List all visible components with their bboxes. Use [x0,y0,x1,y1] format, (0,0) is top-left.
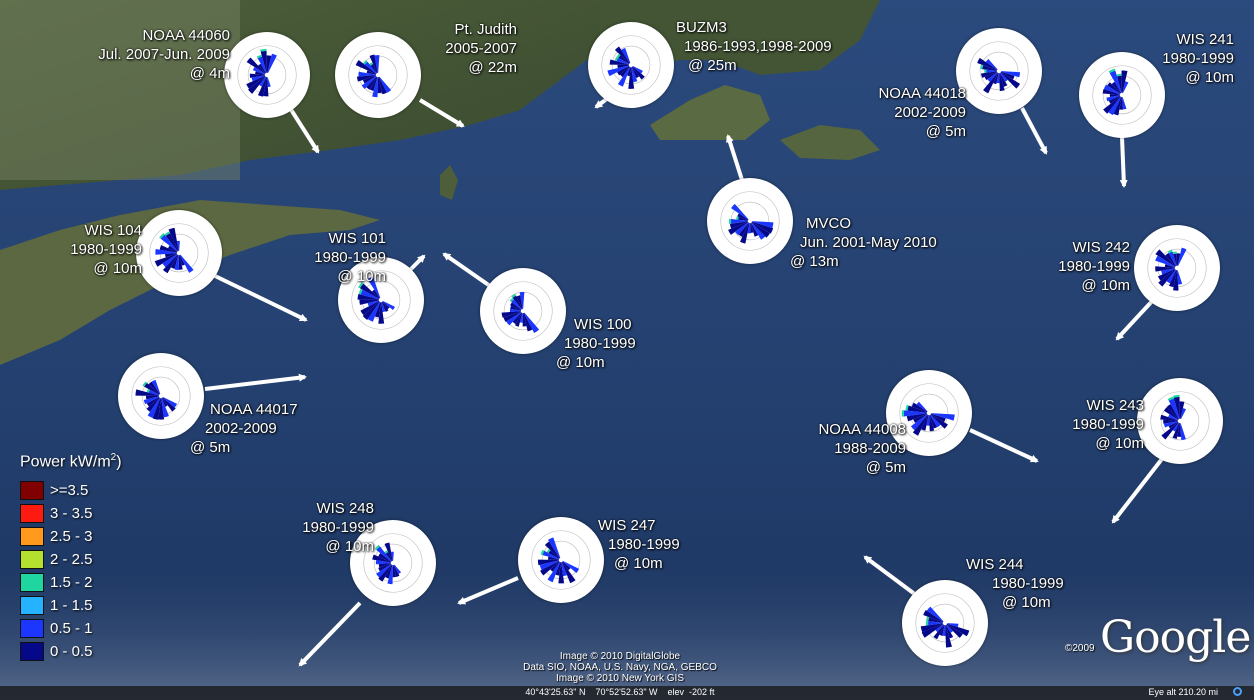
rose-graphic [493,281,553,341]
legend-item: 1.5 - 2 [20,571,122,594]
legend-item: 2 - 2.5 [20,548,122,571]
legend-swatch [20,504,44,524]
legend-label: 0 - 0.5 [50,643,93,661]
wave-rose-wis-100[interactable] [480,268,566,354]
legend-item: 1 - 1.5 [20,594,122,617]
legend-item: 0 - 0.5 [20,640,122,663]
credit-line: Data SIO, NOAA, U.S. Navy, NGA, GEBCO [523,662,717,673]
legend-item: >=3.5 [20,479,122,502]
legend-label: 2.5 - 3 [50,528,93,546]
eye-altitude: Eye alt 210.20 mi [1148,687,1218,697]
wave-rose-wis-101[interactable] [338,257,424,343]
legend-item: 3 - 3.5 [20,502,122,525]
rose-graphic [915,593,975,653]
legend-label: 3 - 3.5 [50,505,93,523]
wave-rose-mvco[interactable] [707,178,793,264]
arrows [204,93,1167,667]
rose-graphic [363,533,423,593]
legend-title: Power kW/m2) [20,452,122,471]
google-logo: Google [1100,612,1251,663]
legend-label: 1.5 - 2 [50,574,93,592]
power-legend: Power kW/m2) >=3.5 3 - 3.5 2.5 - 3 2 - 2.5 1… [20,452,122,663]
rose-graphic [149,223,209,283]
rose-graphic [1092,65,1152,125]
legend-item: 2.5 - 3 [20,525,122,548]
wave-rose-noaa-44060[interactable] [224,32,310,118]
legend-label: 2 - 2.5 [50,551,93,569]
rose-graphic [969,41,1029,101]
wave-rose-wis-248[interactable] [350,520,436,606]
credit-line: Image © 2010 New York GIS [556,673,684,684]
rose-graphic [237,45,297,105]
wave-rose-noaa-44017[interactable] [118,353,204,439]
wave-rose-wis-241[interactable] [1079,52,1165,138]
rose-graphic [531,530,591,590]
legend-items: >=3.5 3 - 3.5 2.5 - 3 2 - 2.5 1.5 - 2 1 - 1.5… [20,479,122,663]
rose-graphic [348,45,408,105]
wave-rose-buzm3[interactable] [588,22,674,108]
copyright-year: ©2009 [1065,643,1095,654]
legend-swatch [20,642,44,662]
wave-rose-noaa-44008[interactable] [886,370,972,456]
rose-graphic [720,191,780,251]
wave-rose-wis-244[interactable] [902,580,988,666]
wave-rose-pt-judith[interactable] [335,32,421,118]
legend-swatch [20,481,44,501]
legend-label: >=3.5 [50,482,89,500]
rose-graphic [131,366,191,426]
legend-swatch [20,619,44,639]
wave-rose-wis-243[interactable] [1137,378,1223,464]
image-credits: Image © 2010 DigitalGlobe Data SIO, NOAA… [490,651,750,684]
credit-line: Image © 2010 DigitalGlobe [559,651,681,662]
legend-swatch [20,573,44,593]
legend-swatch [20,596,44,616]
legend-label: 0.5 - 1 [50,620,93,638]
legend-label: 1 - 1.5 [50,597,93,615]
wave-rose-wis-242[interactable] [1134,225,1220,311]
legend-item: 0.5 - 1 [20,617,122,640]
coordinate-readout: 40°43'25.63" N 70°52'52.63" W elev -202 … [525,687,715,697]
rose-graphic [1147,238,1207,298]
rose-graphic [351,270,411,330]
streaming-status-icon [1233,687,1242,696]
status-bar [0,686,1254,700]
legend-swatch [20,527,44,547]
rose-graphic [1150,391,1210,451]
rose-graphic [899,383,959,443]
rose-graphic [601,35,661,95]
wave-rose-wis-247[interactable] [518,517,604,603]
wave-rose-noaa-44018[interactable] [956,28,1042,114]
legend-swatch [20,550,44,570]
wave-rose-wis-104[interactable] [136,210,222,296]
